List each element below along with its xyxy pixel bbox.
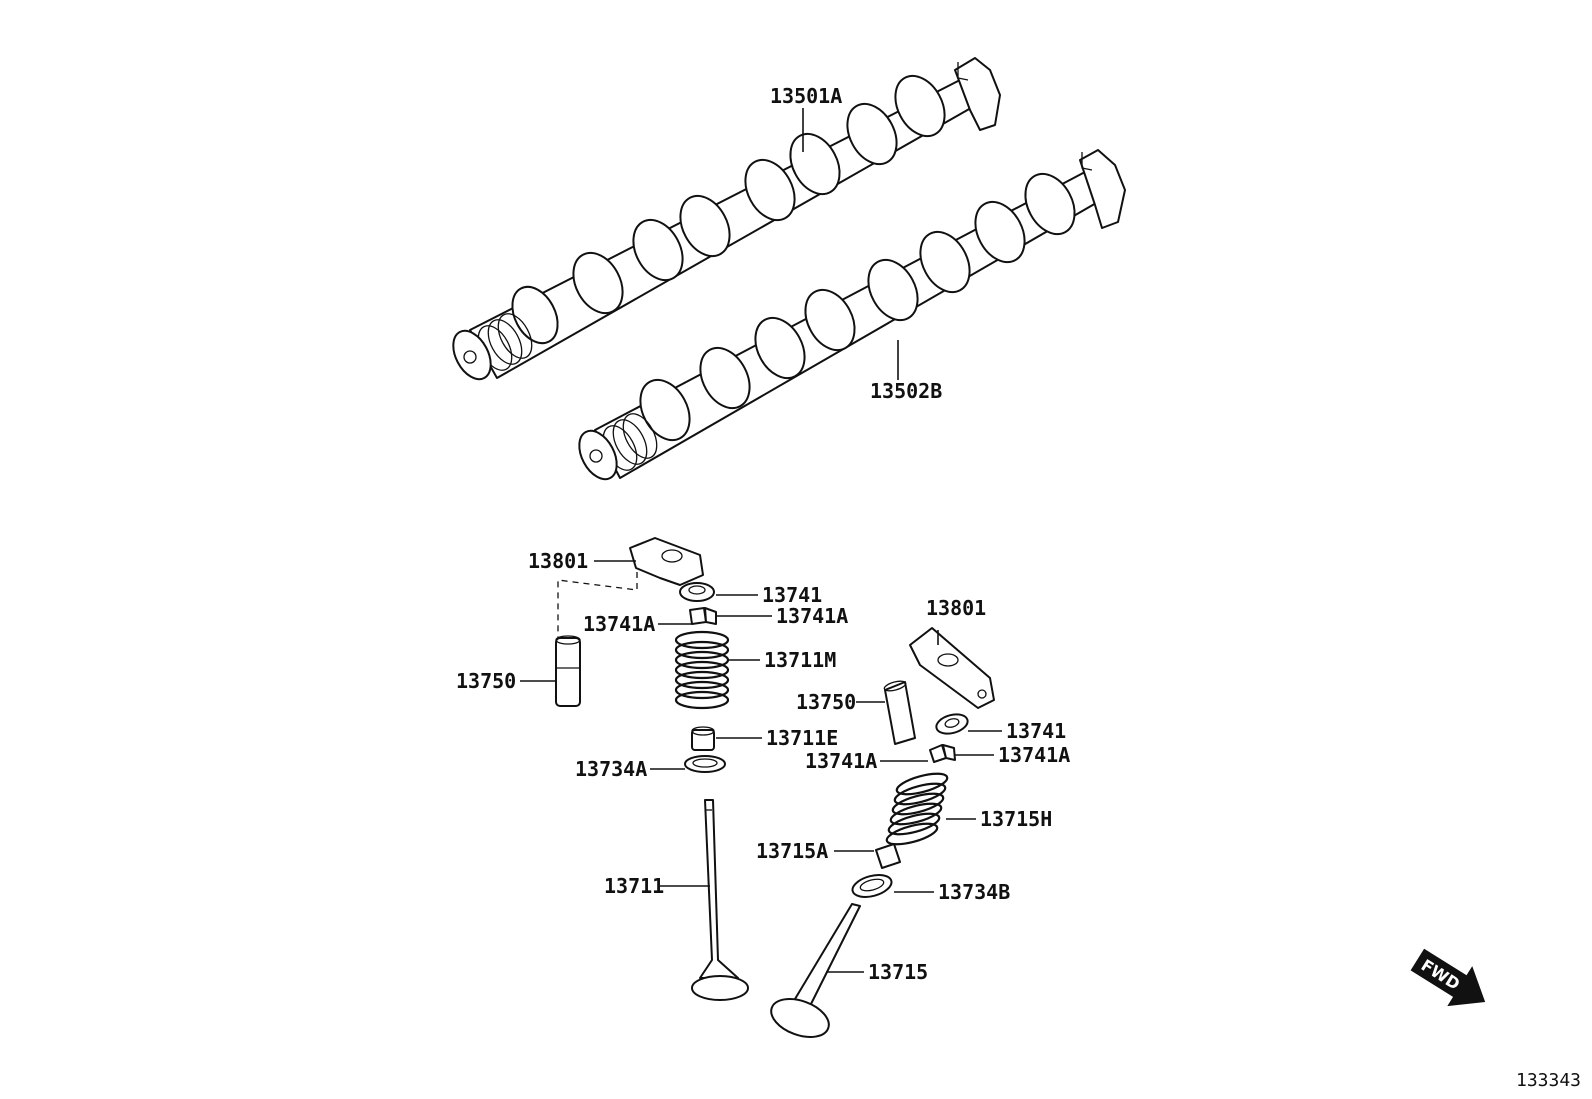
label-rocker-arm-right: 13801: [926, 596, 986, 620]
leader-lines: [520, 108, 1002, 973]
spring-seat-left: [684, 755, 726, 773]
valve-right: [770, 903, 861, 1038]
valve-stem-seal-right: [875, 843, 901, 869]
label-valve-right: 13715: [868, 960, 928, 984]
lash-adjuster-right: [883, 680, 916, 745]
label-spring-right: 13715H: [980, 807, 1052, 831]
valve-stem-seal-left: [691, 726, 715, 751]
label-seat-left: 13734A: [575, 757, 647, 781]
forward-arrow-icon: FWD: [1410, 948, 1486, 1007]
label-seat-right: 13734B: [938, 880, 1010, 904]
label-lash-adjuster-right: 13750: [796, 690, 856, 714]
retainer-left: [679, 582, 715, 602]
label-lock-left-a: 13741A: [583, 612, 655, 636]
rocker-arm-left: [629, 537, 704, 586]
label-seal-left: 13711E: [766, 726, 838, 750]
label-lock-left-b: 13741A: [776, 604, 848, 628]
label-lock-right-b: 13741A: [998, 743, 1070, 767]
label-camshaft-2: 13502B: [870, 379, 942, 403]
retainer-right: [935, 713, 969, 735]
camshaft-exhaust: [578, 149, 1126, 481]
rocker-to-adjuster-dash: [557, 572, 638, 640]
spring-seat-right: [851, 874, 893, 898]
valve-left: [691, 799, 749, 1001]
label-spring-left: 13711M: [764, 648, 836, 672]
part-labels: 13501A 13502B 13801 13741 13741A 13741A …: [456, 84, 1070, 984]
label-retainer-left: 13741: [762, 583, 822, 607]
label-camshaft-1: 13501A: [770, 84, 842, 108]
figure-number: 133343: [1516, 1070, 1581, 1091]
lash-adjuster-left: [555, 635, 581, 707]
label-seal-right: 13715A: [756, 839, 828, 863]
valve-lock-left: [689, 607, 717, 625]
label-lash-adjuster-left: 13750: [456, 669, 516, 693]
label-rocker-arm-left: 13801: [528, 549, 588, 573]
label-valve-left: 13711: [604, 874, 664, 898]
label-lock-right-a: 13741A: [805, 749, 877, 773]
valve-spring-left: [674, 630, 730, 710]
valve-spring-right: [885, 772, 949, 846]
valve-lock-right: [929, 744, 956, 763]
camshaft-intake: [452, 57, 1001, 381]
rocker-arm-right: [909, 627, 995, 709]
label-retainer-right: 13741: [1006, 719, 1066, 743]
